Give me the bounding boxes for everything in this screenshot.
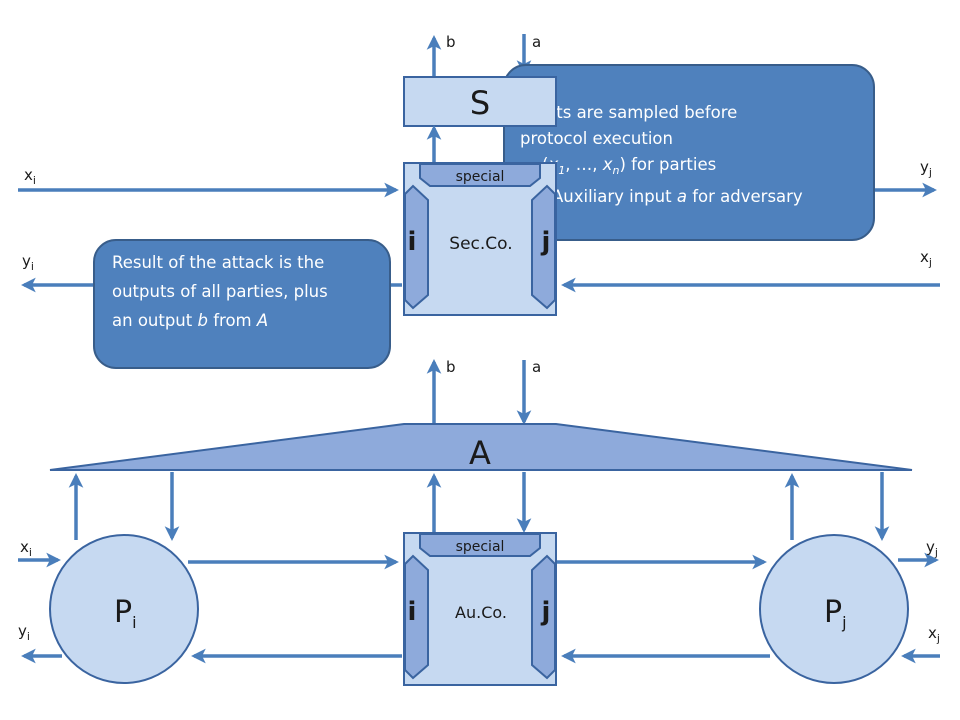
bottom-xi-label: xi — [20, 538, 32, 559]
top-callout-result-line2: outputs of all parties, plus — [112, 282, 328, 301]
auco-port-i — [404, 554, 429, 680]
seccor-special-tab — [419, 163, 541, 187]
top-callout-inputs — [503, 64, 875, 241]
adversary-label: A — [469, 434, 491, 472]
top-callout-result — [93, 239, 391, 369]
auco-port-j — [531, 554, 556, 680]
bottom-xj-label: xj — [928, 624, 940, 645]
simulator-label: S — [470, 84, 490, 122]
seccor-port-i — [404, 184, 429, 310]
top-xj-label: xj — [920, 248, 932, 269]
party-j-circle — [759, 534, 909, 684]
top-b-label: b — [446, 33, 456, 51]
seccor-special-label: special — [456, 169, 505, 185]
auco-port-i-label: i — [408, 597, 417, 627]
auco-special-label: special — [456, 539, 505, 555]
bottom-yj-label: yj — [926, 538, 938, 559]
top-callout-result-line1: Result of the attack is the — [112, 253, 324, 272]
bottom-b-label: b — [446, 358, 456, 376]
seccor-port-j — [531, 184, 556, 310]
auco-box-label: Au.Co. — [455, 603, 507, 622]
top-callout-result-line3: an output b from A — [112, 311, 268, 330]
seccor-port-j-label: j — [541, 227, 551, 257]
seccor-box — [403, 162, 557, 316]
auco-special-tab — [419, 533, 541, 557]
bottom-yi-label: yi — [18, 622, 30, 643]
top-yi-label: yi — [22, 252, 34, 273]
top-callout-inputs-line4: Auxiliary input a for adversary — [552, 187, 803, 206]
bottom-a-label: a — [532, 358, 541, 376]
top-callout-inputs-line1: Inputs are sampled before — [520, 103, 737, 122]
top-a-label: a — [532, 33, 541, 51]
top-xi-label: xi — [24, 166, 36, 187]
party-j-label: Pj — [824, 595, 847, 632]
seccor-box-label: Sec.Co. — [449, 234, 512, 254]
party-i-circle — [49, 534, 199, 684]
top-callout-inputs-line2: protocol execution — [520, 129, 673, 148]
seccor-port-i-label: i — [408, 227, 417, 257]
top-section: b a xi yi yj xj Inputs are sampled befor… — [18, 33, 940, 369]
simulator-box — [403, 76, 557, 127]
adversary-shape — [49, 423, 913, 471]
auco-port-j-label: j — [541, 597, 551, 627]
bottom-section: b a A xi yi yj xj Pi Pj — [18, 358, 940, 686]
party-i-label: Pi — [114, 595, 137, 632]
top-yj-label: yj — [920, 158, 932, 179]
top-callout-inputs-line3: (x1, …, xn) for parties — [542, 155, 716, 177]
